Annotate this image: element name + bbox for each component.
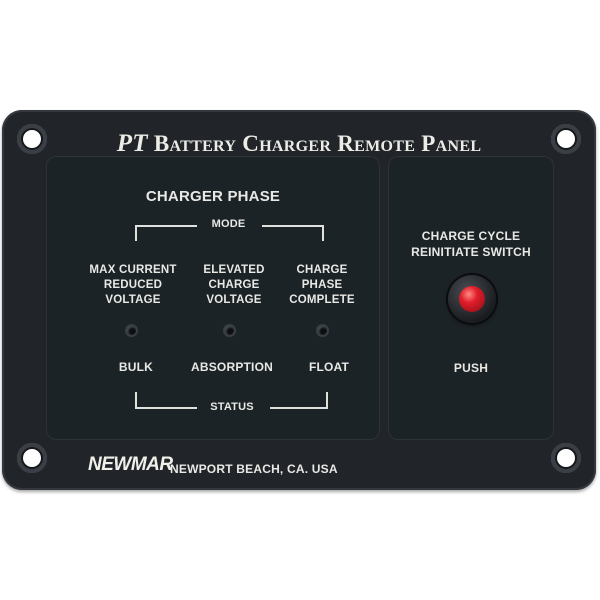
bulk-status-label: BULK: [118, 360, 154, 374]
newmar-logo: NEWMAR: [88, 454, 173, 475]
status-bracket-left: [135, 392, 197, 409]
bulk-description: MAX CURRENT REDUCED VOLTAGE: [78, 263, 188, 308]
bulk-indicator-led: [127, 326, 136, 335]
absorption-description-line: CHARGE: [208, 279, 260, 291]
panel-title-text: Battery Charger Remote Panel: [153, 131, 482, 156]
absorption-description-line: VOLTAGE: [206, 294, 262, 306]
bulk-description-line: REDUCED: [103, 279, 163, 291]
mounting-hole-bottom-right: [551, 443, 581, 473]
mode-bracket-right: [262, 225, 324, 241]
reinitiate-switch-label-line: CHARGE CYCLE: [421, 229, 521, 243]
charger-phase-label: CHARGER PHASE: [145, 188, 281, 205]
manufacturer-location: NEWPORT BEACH, CA. USA: [170, 462, 338, 476]
mode-bracket-left: [135, 225, 197, 241]
float-description-line: CHARGE: [296, 264, 348, 276]
mounting-hole-top-left: [17, 124, 47, 154]
status-bracket-right: [270, 392, 328, 409]
push-label: PUSH: [453, 361, 489, 375]
reinitiate-switch-label: CHARGE CYCLE REINITIATE SWITCH: [388, 228, 554, 260]
reinitiate-switch-label-line: REINITIATE SWITCH: [411, 245, 531, 259]
mounting-hole-top-right: [551, 124, 581, 154]
float-description-line: COMPLETE: [289, 294, 355, 306]
status-label: STATUS: [210, 401, 254, 413]
absorption-indicator-led: [225, 326, 234, 335]
reinitiate-push-button[interactable]: [459, 286, 485, 312]
charger-phase-section: [46, 156, 380, 440]
float-status-label: FLOAT: [308, 360, 350, 374]
absorption-description: ELEVATED CHARGE VOLTAGE: [179, 263, 289, 308]
float-indicator-led: [318, 326, 327, 335]
mounting-hole-bottom-left: [17, 443, 47, 473]
float-description-line: PHASE: [301, 279, 343, 291]
absorption-description-line: ELEVATED: [203, 264, 265, 276]
bulk-description-line: MAX CURRENT: [89, 264, 177, 276]
absorption-status-label: ABSORPTION: [190, 360, 273, 374]
float-description: CHARGE PHASE COMPLETE: [267, 263, 377, 308]
panel-title-pt: PT: [116, 130, 148, 157]
mode-label: MODE: [211, 218, 246, 230]
bulk-description-line: VOLTAGE: [105, 294, 161, 306]
